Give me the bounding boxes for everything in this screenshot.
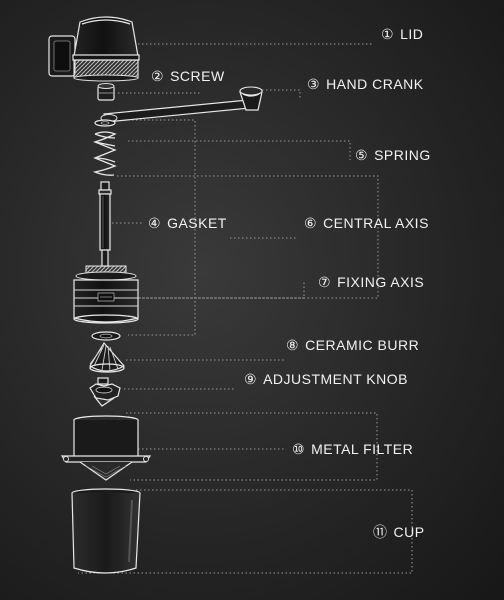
label-ceramic-burr-number: ⑧ xyxy=(286,337,300,353)
label-spring-text: SPRING xyxy=(374,147,431,163)
label-cup-number: ⑪ xyxy=(373,524,388,540)
ceramic-burr-part xyxy=(89,341,125,373)
fixing-axis-part xyxy=(73,265,139,324)
label-adjustment-knob-number: ⑨ xyxy=(244,371,258,387)
label-metal-filter-text: METAL FILTER xyxy=(311,441,414,457)
label-gasket-text: GASKET xyxy=(167,215,227,231)
label-spring-number: ⑤ xyxy=(355,147,369,163)
label-hand-crank-text: HAND CRANK xyxy=(326,76,424,92)
label-screw: ② SCREW xyxy=(151,68,225,85)
adjustment-knob-part xyxy=(89,377,121,407)
hand-crank-part xyxy=(100,86,263,123)
label-adjustment-knob: ⑨ ADJUSTMENT KNOB xyxy=(244,371,408,388)
central-axis-part xyxy=(98,181,112,267)
label-metal-filter-number: ⑩ xyxy=(292,441,306,457)
gasket-part xyxy=(94,119,116,127)
label-fixing-axis-number: ⑦ xyxy=(318,274,332,290)
label-ceramic-burr: ⑧ CERAMIC BURR xyxy=(286,337,419,354)
label-cup: ⑪ CUP xyxy=(373,522,425,542)
leader-lines xyxy=(78,43,413,574)
spring-part xyxy=(92,131,117,176)
label-lid: ① LID xyxy=(381,26,423,43)
label-central-axis: ⑥ CENTRAL AXIS xyxy=(304,215,429,232)
label-gasket-number: ④ xyxy=(148,215,162,231)
label-adjustment-knob-text: ADJUSTMENT KNOB xyxy=(263,371,408,387)
lid-part xyxy=(48,16,140,82)
label-screw-number: ② xyxy=(151,68,165,84)
label-lid-number: ① xyxy=(381,26,395,42)
label-fixing-axis-text: FIXING AXIS xyxy=(337,274,425,290)
lower-gasket-part xyxy=(91,331,121,341)
screw-part xyxy=(97,83,115,101)
label-spring: ⑤ SPRING xyxy=(355,147,431,164)
label-cup-text: CUP xyxy=(393,524,425,540)
label-central-axis-text: CENTRAL AXIS xyxy=(323,215,429,231)
label-central-axis-number: ⑥ xyxy=(304,215,318,231)
label-ceramic-burr-text: CERAMIC BURR xyxy=(305,337,420,353)
label-metal-filter: ⑩ METAL FILTER xyxy=(292,441,413,458)
label-hand-crank-number: ③ xyxy=(307,76,321,92)
label-fixing-axis: ⑦ FIXING AXIS xyxy=(318,274,424,291)
metal-filter-part xyxy=(60,415,152,481)
label-gasket: ④ GASKET xyxy=(148,215,227,232)
label-hand-crank: ③ HAND CRANK xyxy=(307,76,424,93)
cup-part xyxy=(71,488,141,574)
label-screw-text: SCREW xyxy=(170,68,225,84)
label-lid-text: LID xyxy=(400,26,424,42)
